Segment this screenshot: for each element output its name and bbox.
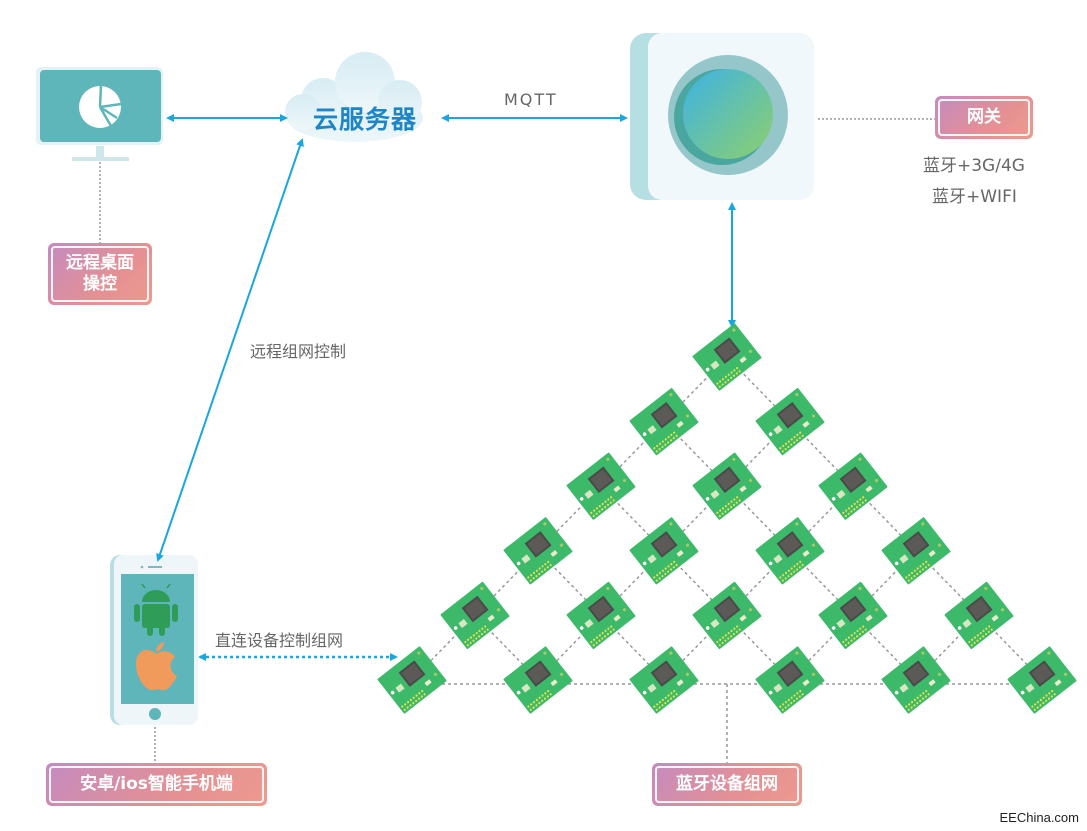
bluetooth-module-board-icon — [566, 452, 636, 520]
desktop-monitor — [36, 67, 163, 161]
bluetooth-module-board-icon — [755, 646, 825, 714]
apple-icon — [136, 642, 177, 691]
bluetooth-module-board-icon — [755, 517, 825, 585]
bluetooth-module-board-icon — [629, 517, 699, 585]
gateway-tag: 网关 — [935, 96, 1033, 139]
bluetooth-module-board-icon — [692, 452, 762, 520]
mesh-tag: 蓝牙设备组网 — [652, 763, 802, 806]
bluetooth-module-board-icon — [377, 646, 447, 714]
bluetooth-module-board-icon — [503, 517, 573, 585]
bluetooth-module-board-icon — [944, 581, 1014, 649]
bluetooth-module-board-icon — [1007, 646, 1077, 714]
cloud-phone-link — [156, 138, 304, 562]
gateway-device-icon — [630, 33, 814, 200]
desktop-tag: 远程桌面 操控 — [48, 243, 152, 305]
bluetooth-module-board-icon — [566, 581, 636, 649]
phone-tag: 安卓/ios智能手机端 — [46, 763, 267, 806]
mesh-boards — [377, 323, 1077, 714]
bluetooth-module-board-icon — [881, 517, 951, 585]
smartphone — [110, 555, 198, 725]
bluetooth-module-board-icon — [503, 646, 573, 714]
bluetooth-module-board-icon — [440, 581, 510, 649]
desktop-tag-line2: 操控 — [83, 274, 117, 294]
cloud-icon — [285, 52, 423, 142]
bluetooth-module-board-icon — [818, 581, 888, 649]
direct-device-control-label: 直连设备控制组网 — [215, 631, 344, 650]
bluetooth-module-board-icon — [692, 323, 762, 391]
android-icon — [134, 583, 178, 636]
pie-chart-icon — [79, 84, 122, 128]
mesh-tag-text: 蓝牙设备组网 — [655, 766, 799, 803]
gateway-spec-wifi: 蓝牙+WIFI — [932, 187, 1017, 207]
gateway-tag-text: 网关 — [938, 99, 1030, 136]
cloud-server-label: 云服务器 — [312, 105, 417, 134]
desktop-tag-line1: 远程桌面 — [66, 252, 134, 273]
bluetooth-module-board-icon — [818, 452, 888, 520]
bluetooth-module-board-icon — [692, 581, 762, 649]
phone-tag-text: 安卓/ios智能手机端 — [49, 766, 264, 803]
watermark: EEChina.com — [999, 810, 1079, 825]
bluetooth-module-board-icon — [755, 388, 825, 456]
gateway-spec-3g4g: 蓝牙+3G/4G — [923, 156, 1025, 176]
remote-network-control-label: 远程组网控制 — [250, 342, 347, 361]
bluetooth-module-board-icon — [629, 388, 699, 456]
bluetooth-module-board-icon — [629, 646, 699, 714]
bluetooth-module-board-icon — [881, 646, 951, 714]
mqtt-label: MQTT — [504, 90, 558, 109]
